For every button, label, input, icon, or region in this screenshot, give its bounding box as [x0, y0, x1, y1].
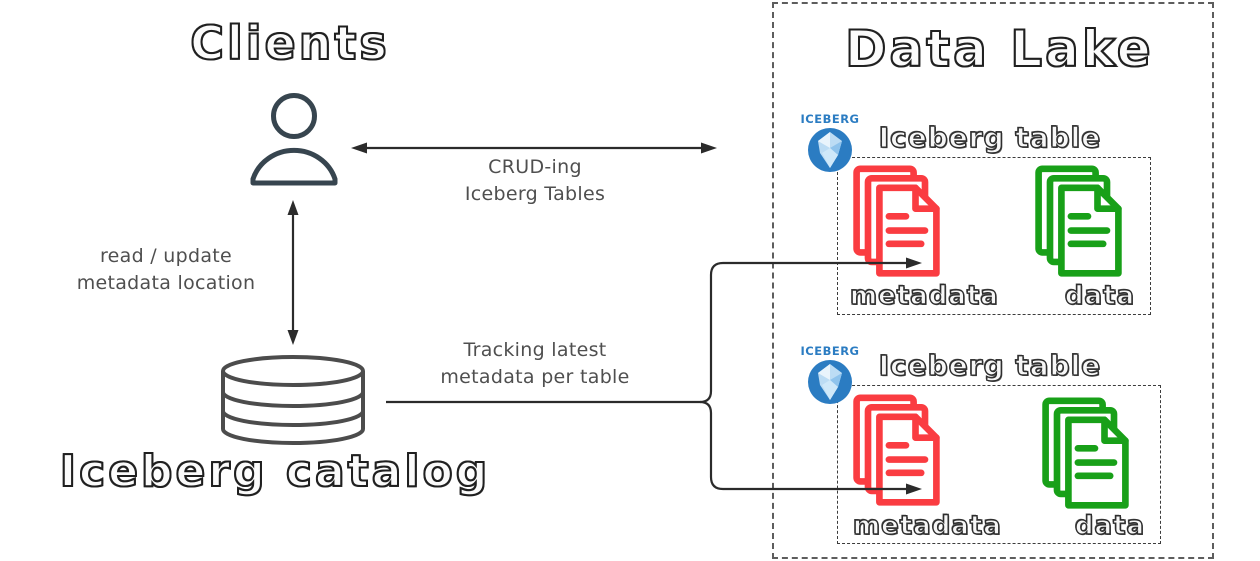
iceberg-logo-label-1: ICEBERG — [800, 112, 860, 126]
data-files-icon-1 — [1031, 164, 1126, 280]
read-update-label-line2: metadata location — [76, 272, 256, 294]
iceberg-table-box-1 — [837, 157, 1151, 315]
metadata-files-icon-2 — [849, 393, 944, 509]
data-label-2: data — [1074, 510, 1146, 541]
read-update-label: read / update metadata location — [56, 243, 276, 297]
tracking-label-line2: metadata per table — [440, 366, 630, 388]
iceberg-logo-label-2: ICEBERG — [800, 344, 860, 358]
iceberg-table-title-2: Iceberg table — [878, 348, 1102, 382]
iceberg-logo-icon-2 — [807, 359, 853, 405]
crud-arrow — [351, 142, 717, 154]
iceberg-logo-2: ICEBERG — [797, 344, 863, 405]
metadata-label-1: metadata — [849, 280, 999, 311]
person-icon — [250, 93, 338, 186]
crud-arrow-label-line2: Iceberg Tables — [464, 183, 606, 205]
read-update-label-line1: read / update — [99, 245, 233, 267]
catalog-title: Iceberg catalog — [59, 445, 491, 498]
metadata-files-icon-1 — [849, 164, 944, 280]
tracking-label-line1: Tracking latest — [463, 339, 607, 361]
clients-title: Clients — [189, 15, 390, 71]
read-update-arrow — [287, 200, 299, 345]
metadata-label-2: metadata — [852, 510, 1002, 541]
iceberg-table-title-1: Iceberg table — [878, 120, 1102, 154]
data-lake-title: Data Lake — [844, 19, 1154, 79]
data-label-1: data — [1064, 280, 1136, 311]
data-files-icon-2 — [1038, 396, 1133, 512]
crud-arrow-label-line1: CRUD-ing — [488, 156, 582, 178]
crud-arrow-label: CRUD-ing Iceberg Tables — [425, 154, 645, 208]
iceberg-logo-icon-1 — [807, 127, 853, 173]
catalog-database-icon — [221, 355, 365, 445]
tracking-label: Tracking latest metadata per table — [425, 337, 645, 391]
iceberg-logo-1: ICEBERG — [797, 112, 863, 173]
